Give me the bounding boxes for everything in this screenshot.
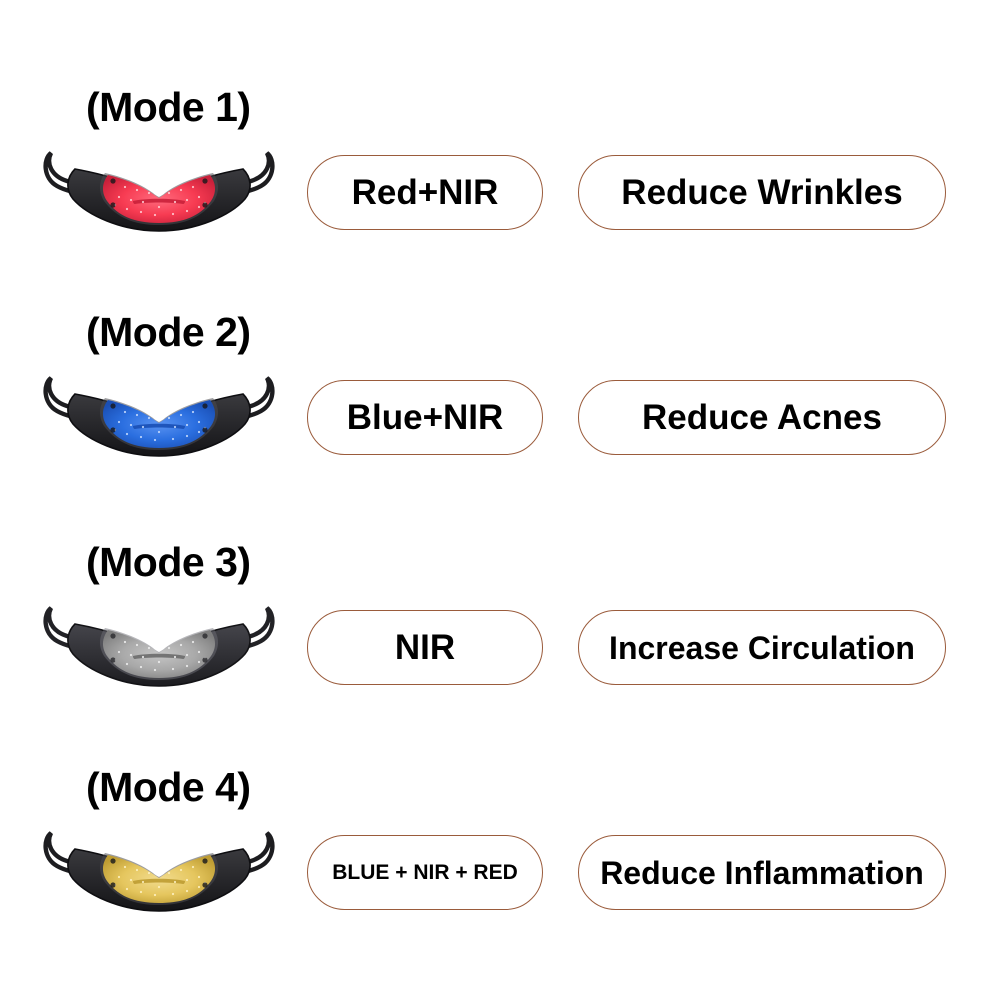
benefit-badge[interactable]: Increase Circulation [578, 610, 946, 685]
light-type-badge[interactable]: BLUE + NIR + RED [307, 835, 543, 910]
light-type-badge[interactable]: Blue+NIR [307, 380, 543, 455]
mode-caption: (Mode 1) [86, 84, 251, 130]
benefit-badge[interactable]: Reduce Inflammation [578, 835, 946, 910]
mode-row: (Mode 1) [0, 75, 1000, 300]
benefit-badge[interactable]: Reduce Wrinkles [578, 155, 946, 230]
light-type-badge[interactable]: Red+NIR [307, 155, 543, 230]
mode-caption: (Mode 3) [86, 539, 251, 585]
led-face-mask-icon [43, 368, 275, 460]
mode-row: (Mode 2) [0, 300, 1000, 525]
led-face-mask-icon [43, 143, 275, 235]
led-face-mask-icon [43, 598, 275, 690]
benefit-badge[interactable]: Reduce Acnes [578, 380, 946, 455]
led-face-mask-icon [43, 823, 275, 915]
mode-row: (Mode 3) [0, 530, 1000, 755]
mode-caption: (Mode 2) [86, 309, 251, 355]
mode-row: (Mode 4) [0, 755, 1000, 980]
light-type-badge[interactable]: NIR [307, 610, 543, 685]
mode-caption: (Mode 4) [86, 764, 251, 810]
